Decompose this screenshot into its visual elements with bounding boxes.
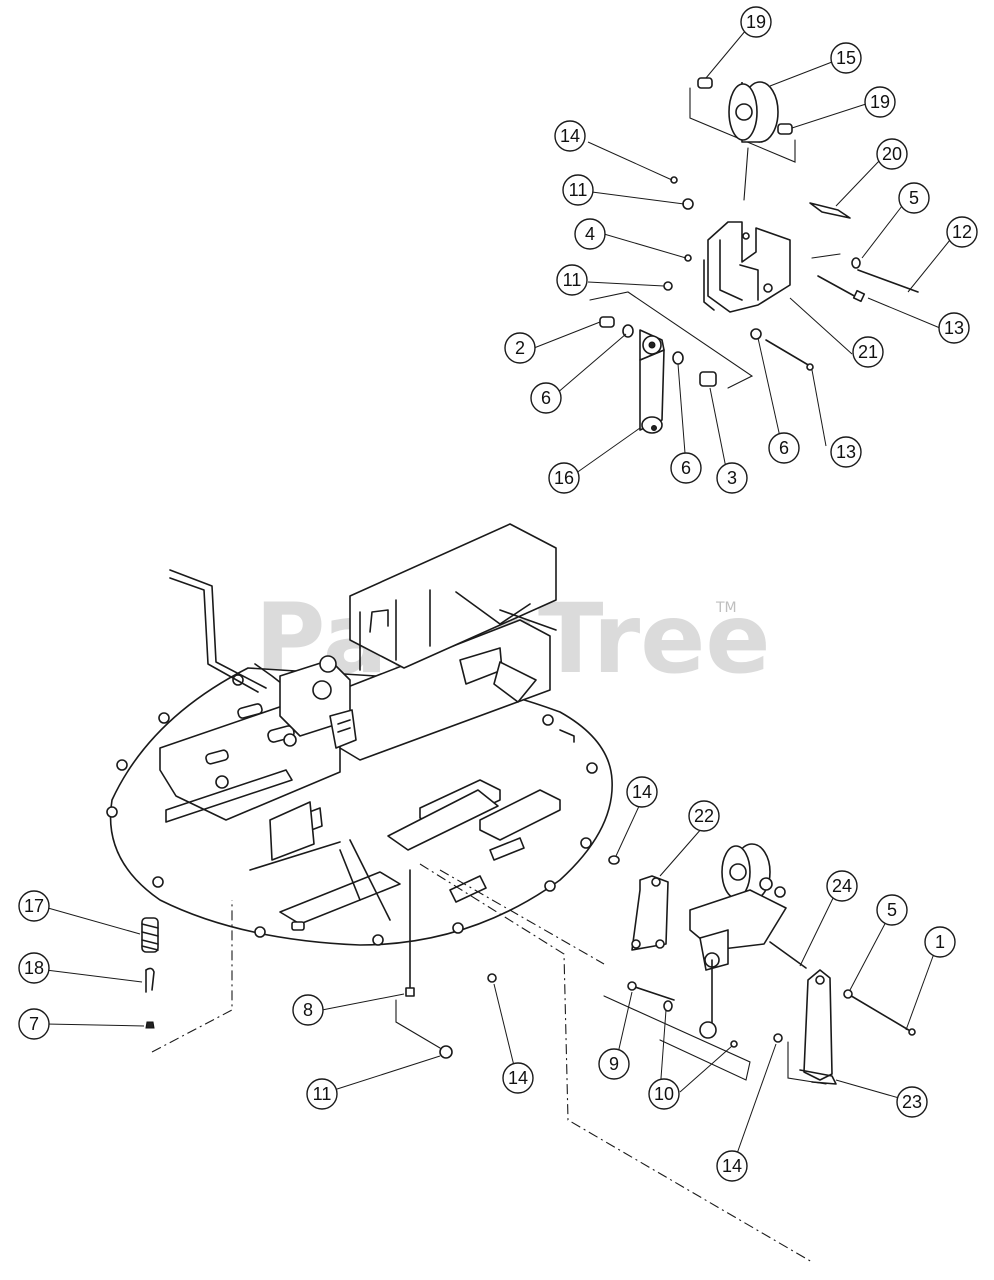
svg-text:11: 11 [313,1084,332,1104]
svg-text:4: 4 [585,224,595,244]
svg-text:18: 18 [24,958,44,978]
left-small-parts [141,869,453,1059]
callout-18[interactable]: 18 [18,952,50,984]
svg-text:1: 1 [935,932,945,952]
center-lines [151,863,813,1263]
svg-text:15: 15 [836,48,856,68]
bracket-right [803,969,833,1081]
callout-1[interactable]: 1 [924,926,956,958]
rod [769,941,807,969]
bolt-long [857,269,919,293]
callouts: 19 15 19 14 20 11 5 12 4 11 13 21 2 6 6 … [18,6,978,1182]
callout-15[interactable]: 15 [830,42,862,74]
callout-3[interactable]: 3 [716,462,748,494]
spacer-lower [777,123,793,135]
callout-7[interactable]: 7 [18,1008,50,1040]
callout-11-top[interactable]: 11 [562,174,594,206]
callout-23[interactable]: 23 [896,1086,928,1118]
svg-text:19: 19 [746,12,766,32]
callout-6-left[interactable]: 6 [530,382,562,414]
svg-text:16: 16 [554,468,574,488]
plate [809,202,851,219]
callout-19-top[interactable]: 19 [740,6,772,38]
callout-10[interactable]: 10 [648,1078,680,1110]
pin [145,967,155,991]
callout-14-top[interactable]: 14 [554,120,586,152]
svg-text:3: 3 [727,468,737,488]
callout-6-mid[interactable]: 6 [670,452,702,484]
svg-text:11: 11 [563,270,582,290]
callout-14-center[interactable]: 14 [502,1062,534,1094]
svg-text:5: 5 [887,900,897,920]
svg-text:13: 13 [944,318,964,338]
callout-6-right[interactable]: 6 [768,432,800,464]
svg-text:19: 19 [870,92,890,112]
callout-13-upper[interactable]: 13 [938,312,970,344]
bolt-1 [847,993,913,1033]
svg-text:6: 6 [541,388,551,408]
callout-17[interactable]: 17 [18,890,50,922]
svg-text:23: 23 [902,1092,922,1112]
bolt-lower [765,339,811,367]
callout-2[interactable]: 2 [504,332,536,364]
svg-text:14: 14 [632,782,652,802]
callout-5-top[interactable]: 5 [898,182,930,214]
spring [141,917,159,953]
deck-holes [106,674,598,946]
callout-8[interactable]: 8 [292,994,324,1026]
upper-assembly [589,77,919,434]
deck-hitch [279,655,357,749]
nut-11 [439,1045,453,1059]
svg-text:24: 24 [832,876,852,896]
svg-text:2: 2 [515,338,525,358]
svg-text:8: 8 [303,1000,313,1020]
spacer-upper [697,77,713,89]
svg-text:14: 14 [508,1068,528,1088]
bolt-upper [817,275,859,299]
pulley [728,81,779,143]
svg-text:17: 17 [24,896,44,916]
callout-22[interactable]: 22 [688,800,720,832]
nut-7 [145,1021,155,1029]
bracket-left [631,875,669,951]
shock-absorber [639,329,665,434]
callout-12[interactable]: 12 [946,216,978,248]
svg-text:21: 21 [858,342,878,362]
idler-pulley-lower [721,843,786,901]
svg-text:22: 22 [694,806,714,826]
svg-text:14: 14 [722,1156,742,1176]
callout-21[interactable]: 21 [852,336,884,368]
callout-9[interactable]: 9 [598,1048,630,1080]
svg-text:6: 6 [779,438,789,458]
callout-5-lower[interactable]: 5 [876,894,908,926]
callout-4[interactable]: 4 [574,218,606,250]
callout-14-bottom[interactable]: 14 [716,1150,748,1182]
callout-19[interactable]: 19 [864,86,896,118]
svg-text:10: 10 [654,1084,674,1104]
svg-text:14: 14 [560,126,580,146]
callout-24[interactable]: 24 [826,870,858,902]
lower-right-assembly [487,843,916,1085]
idler-bracket [703,221,791,313]
svg-text:11: 11 [569,180,588,200]
watermark-trademark: TM [715,600,737,616]
washer [851,257,861,269]
svg-text:13: 13 [836,442,856,462]
callout-13-lower[interactable]: 13 [830,436,862,468]
callout-14-deck[interactable]: 14 [626,776,658,808]
callout-16[interactable]: 16 [548,462,580,494]
mower-deck [106,523,613,946]
callout-20[interactable]: 20 [876,138,908,170]
bolt-9 [631,985,675,1001]
callout-11-lower[interactable]: 11 [306,1078,338,1110]
svg-text:5: 5 [909,188,919,208]
svg-text:12: 12 [952,222,972,242]
callout-11-mid[interactable]: 11 [556,264,588,296]
svg-text:6: 6 [681,458,691,478]
svg-text:9: 9 [609,1054,619,1074]
svg-text:20: 20 [882,144,902,164]
svg-text:7: 7 [29,1014,39,1034]
